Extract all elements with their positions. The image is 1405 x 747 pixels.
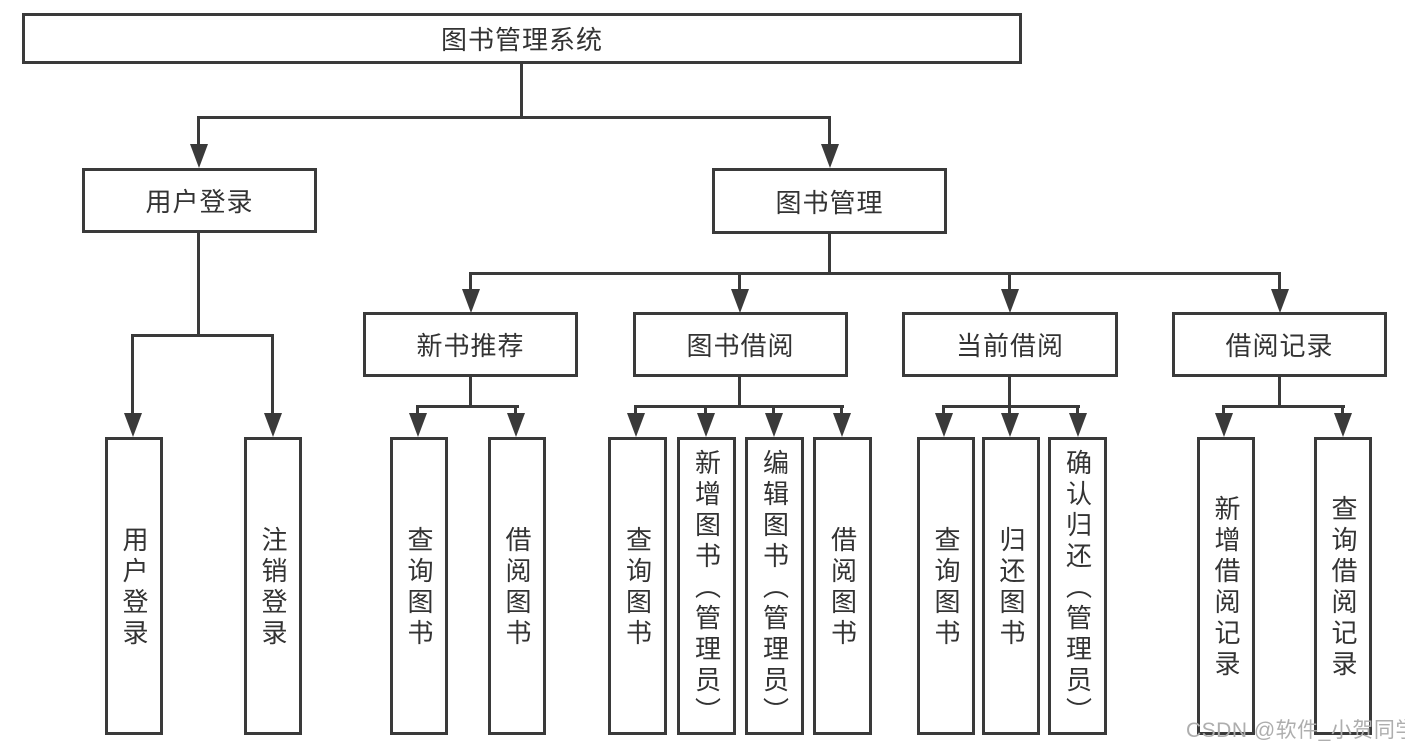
- arrowhead-leaf-nb-borrow: [507, 413, 525, 437]
- arrow-book-borrowing-shaft: [738, 272, 741, 293]
- connector-borrowing-records-stem: [1278, 376, 1281, 408]
- arrowhead-new-book-recommend: [462, 289, 480, 313]
- arrowhead-book-management: [821, 144, 839, 168]
- arrow-leaf-logout-shaft: [271, 334, 274, 415]
- node-leaf-br-query-record: 查询借阅记录: [1314, 437, 1372, 735]
- node-leaf-bb-query-books: 查询图书: [608, 437, 667, 735]
- arrowhead-leaf-nb-query: [409, 413, 427, 437]
- rail-user-login-children: [131, 334, 274, 337]
- node-book-management: 图书管理: [712, 168, 947, 234]
- connector-root-stem: [520, 62, 523, 119]
- arrowhead-leaf-cb-return: [1001, 413, 1019, 437]
- arrow-new-book-recommend-shaft: [469, 272, 472, 293]
- arrow-book-management-shaft: [828, 116, 831, 148]
- node-current-borrowing: 当前借阅: [902, 312, 1118, 377]
- arrowhead-borrowing-records: [1271, 289, 1289, 313]
- rail-level3: [469, 272, 1281, 275]
- arrowhead-leaf-bb-query: [627, 413, 645, 437]
- node-book-borrowing: 图书借阅: [633, 312, 848, 377]
- connector-book-management-stem: [828, 233, 831, 274]
- arrow-borrowing-records-shaft: [1278, 272, 1281, 293]
- arrow-leaf-user-login-shaft: [131, 334, 134, 415]
- arrowhead-leaf-cb-confirm: [1069, 413, 1087, 437]
- arrowhead-leaf-bb-edit: [765, 413, 783, 437]
- arrowhead-leaf-bb-add: [697, 413, 715, 437]
- arrowhead-leaf-br-query: [1334, 413, 1352, 437]
- connector-new-book-recommend-stem: [469, 376, 472, 408]
- rail-new-book-recommend-children: [416, 405, 519, 408]
- node-leaf-cb-confirm-return: 确认归还（管理员）: [1048, 437, 1107, 735]
- node-leaf-nb-borrow-books: 借阅图书: [488, 437, 546, 735]
- arrowhead-leaf-bb-borrow: [833, 413, 851, 437]
- arrowhead-leaf-user-login: [124, 413, 142, 437]
- node-root: 图书管理系统: [22, 13, 1022, 64]
- watermark: CSDN @软件_小贺同学: [1186, 719, 1405, 742]
- node-leaf-br-add-record: 新增借阅记录: [1197, 437, 1255, 735]
- node-leaf-user-login: 用户登录: [105, 437, 163, 735]
- node-borrowing-records: 借阅记录: [1172, 312, 1387, 377]
- connector-current-borrowing-stem: [1008, 376, 1011, 408]
- arrowhead-leaf-br-add: [1215, 413, 1233, 437]
- arrowhead-book-borrowing: [731, 289, 749, 313]
- arrow-user-login-shaft: [197, 116, 200, 148]
- rail-level2: [197, 116, 831, 119]
- node-user-login: 用户登录: [82, 168, 317, 233]
- arrowhead-leaf-cb-query: [935, 413, 953, 437]
- rail-book-borrowing-children: [634, 405, 844, 408]
- rail-borrowing-records-children: [1222, 405, 1345, 408]
- connector-user-login-stem: [197, 232, 200, 337]
- arrow-current-borrowing-shaft: [1008, 272, 1011, 293]
- node-new-book-recommend: 新书推荐: [363, 312, 578, 377]
- node-leaf-nb-query-books: 查询图书: [390, 437, 448, 735]
- connector-book-borrowing-stem: [738, 376, 741, 408]
- arrowhead-current-borrowing: [1001, 289, 1019, 313]
- node-leaf-bb-add-books: 新增图书（管理员）: [677, 437, 736, 735]
- node-leaf-logout: 注销登录: [244, 437, 302, 735]
- node-leaf-cb-query-books: 查询图书: [917, 437, 975, 735]
- node-leaf-bb-edit-books: 编辑图书（管理员）: [745, 437, 804, 735]
- node-leaf-cb-return-books: 归还图书: [982, 437, 1040, 735]
- arrowhead-leaf-logout: [264, 413, 282, 437]
- node-leaf-bb-borrow-books: 借阅图书: [813, 437, 872, 735]
- rail-current-borrowing-children: [942, 405, 1080, 408]
- arrowhead-user-login: [190, 144, 208, 168]
